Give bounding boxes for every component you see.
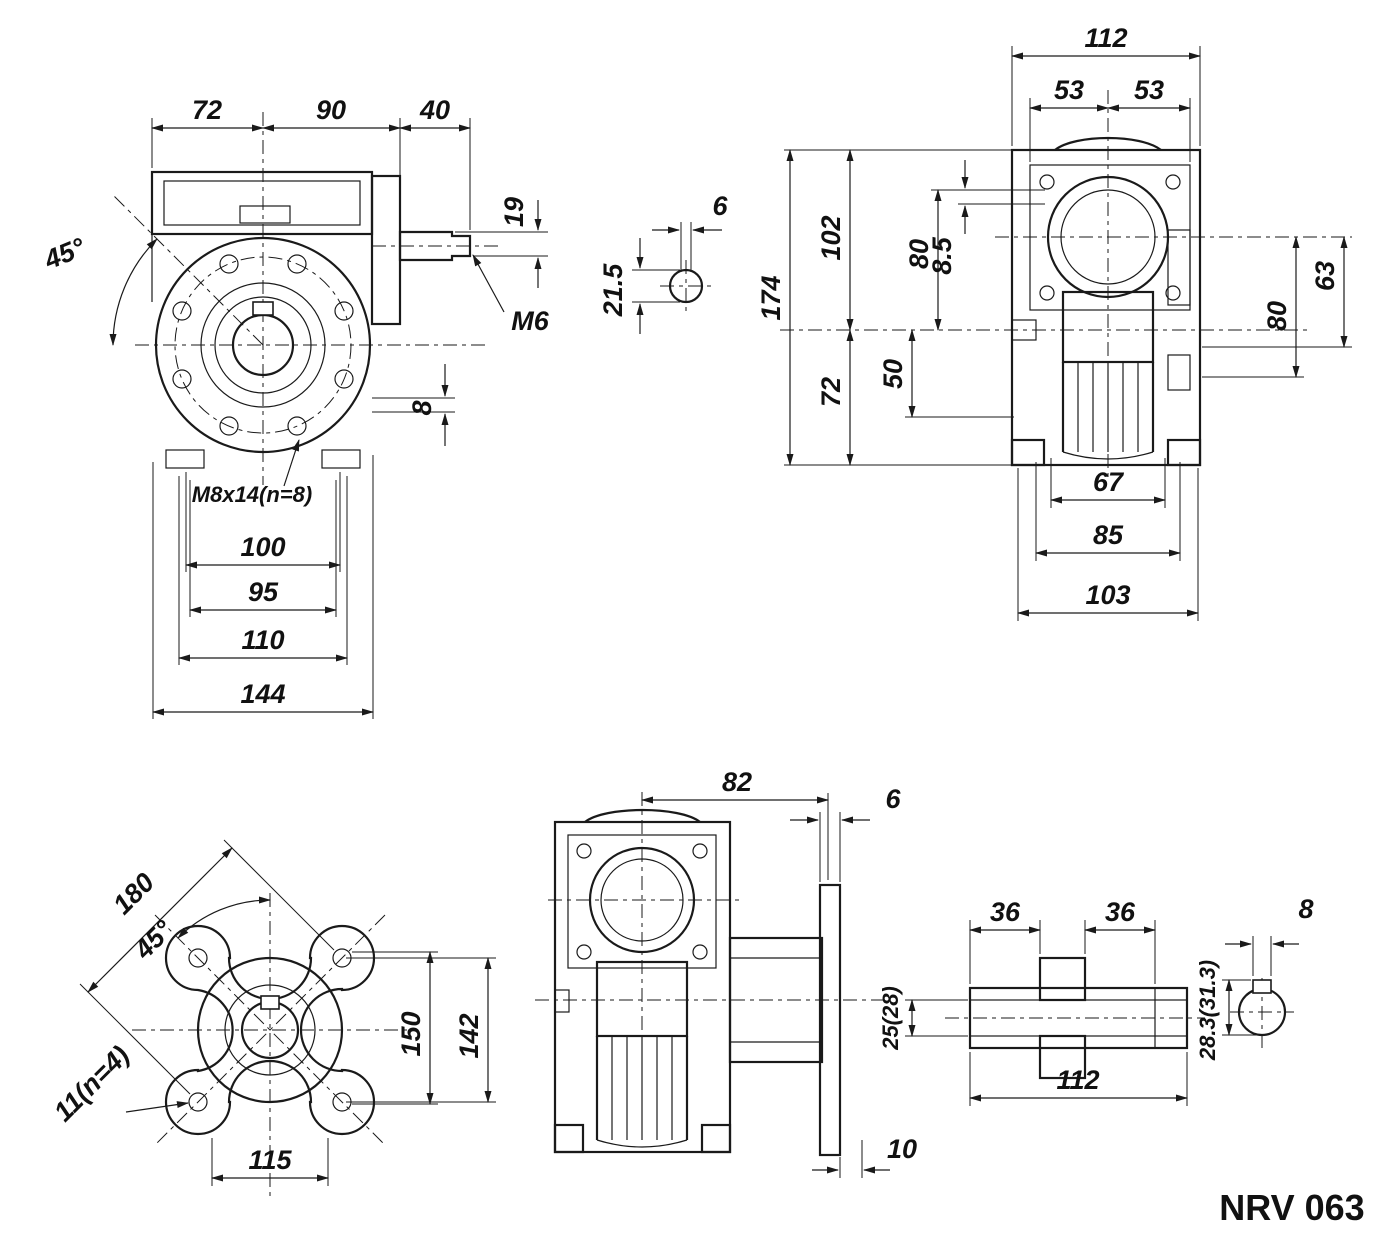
dim-front-95: 95 (248, 577, 279, 607)
angle-rear-45: 45° (128, 914, 179, 965)
dim-front-100: 100 (240, 532, 285, 562)
dim-front-144: 144 (240, 679, 285, 709)
dim-side-174: 174 (756, 275, 786, 320)
dim-rear-115: 115 (248, 1145, 292, 1175)
dim-side-102: 102 (816, 215, 846, 260)
dim-rear-142: 142 (454, 1013, 484, 1058)
dim-shaft-key-8: 8 (1298, 894, 1313, 924)
dim-side-80-left: 80 (904, 239, 934, 269)
dim-output-82: 82 (722, 767, 752, 797)
dim-side-53-right: 53 (1134, 75, 1164, 105)
dim-shaft-bore: 25(28) (878, 986, 903, 1051)
dim-output-10: 10 (887, 1134, 917, 1164)
dim-shaft-36-right: 36 (1105, 897, 1136, 927)
front-view: 72 90 40 19 M6 8 45° M8x14(n=8) (39, 95, 550, 719)
dim-side-80-right: 80 (1262, 301, 1292, 331)
dim-shaft-key-height: 28.3(31.3) (1195, 960, 1220, 1061)
shaft-detail: 36 36 112 25(28) 8 28.3(31.3) (878, 894, 1314, 1106)
dim-side-103: 103 (1085, 580, 1130, 610)
dim-shaft-112: 112 (1056, 1065, 1099, 1095)
dim-front-8: 8 (407, 400, 437, 415)
dim-front-110: 110 (241, 625, 284, 655)
dim-shaft-36-left: 36 (990, 897, 1021, 927)
dim-output-6: 6 (885, 784, 901, 814)
dim-side-8-5: 8.5 (927, 236, 957, 275)
rear-view: 180 45° 11(n=4) 150 142 115 (48, 839, 496, 1196)
dim-side-21-5: 21.5 (598, 263, 628, 318)
output-side-view: 82 6 10 (535, 767, 917, 1178)
dim-side-85: 85 (1093, 520, 1124, 550)
dim-front-90: 90 (316, 95, 346, 125)
dim-side-53-left: 53 (1054, 75, 1084, 105)
dim-front-40: 40 (419, 95, 450, 125)
dim-rear-150: 150 (396, 1011, 426, 1056)
dim-side-50: 50 (878, 359, 908, 389)
angle-front-45: 45° (39, 232, 89, 276)
bolt-note: M8x14(n=8) (192, 482, 312, 507)
dim-side-63: 63 (1310, 261, 1340, 291)
dim-side-6: 6 (712, 191, 728, 221)
dim-front-19: 19 (499, 197, 529, 227)
side-view: 21.5 6 112 53 53 174 102 72 80 8.5 (598, 23, 1352, 621)
dim-front-72: 72 (192, 95, 222, 125)
dim-side-67: 67 (1093, 467, 1125, 497)
thread-label-m6: M6 (511, 306, 549, 336)
hole-note: 11(n=4) (48, 1040, 135, 1127)
dim-side-112: 112 (1084, 23, 1127, 53)
dim-rear-180: 180 (107, 867, 160, 920)
dim-side-72: 72 (816, 377, 846, 407)
model-label: NRV 063 (1219, 1187, 1364, 1228)
